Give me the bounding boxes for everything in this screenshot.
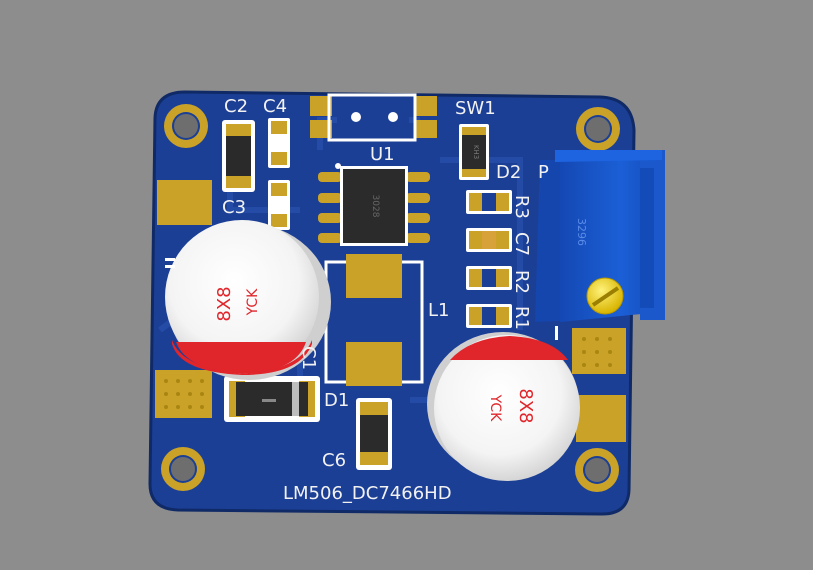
label-l1: L1 (428, 300, 449, 321)
pin-one-marker (555, 326, 558, 340)
label-c1: C1 (298, 346, 319, 370)
resistor-d2 (466, 190, 512, 214)
input-pad-bottom-left (155, 370, 212, 418)
cap-right-value: 8X8 (515, 388, 536, 423)
electrolytic-capacitor-left: 8X8 YCK (165, 220, 331, 380)
label-c7: C7 (511, 232, 532, 256)
inductor-l1 (324, 254, 424, 386)
input-pad-top-left (157, 180, 212, 225)
cap-left-brand: YCK (245, 288, 261, 317)
polarity-marker (165, 258, 175, 261)
label-sw1: SW1 (455, 98, 496, 119)
output-pad-right-top (572, 328, 626, 374)
diode-d1 (224, 376, 320, 422)
ic-u1-marking: 3028 (370, 195, 380, 218)
capacitor-c4 (268, 118, 290, 168)
label-r1: R1 (511, 306, 532, 330)
label-c4: C4 (263, 96, 287, 117)
label-r2: R2 (511, 270, 532, 294)
label-d2: D2 (496, 162, 521, 183)
label-c2: C2 (224, 96, 248, 117)
label-u1: U1 (370, 144, 395, 165)
cap-left-value: 8X8 (214, 286, 235, 321)
capacitor-c2 (222, 120, 255, 192)
cap-right-brand: YCK (487, 394, 503, 423)
board-name: LM506_DC7466HD (283, 483, 452, 504)
resistor-r2 (466, 266, 512, 290)
potentiometer: 3296 (535, 150, 665, 322)
mounting-hole-icon (164, 104, 208, 148)
label-r3: R3 (511, 195, 532, 219)
label-c3: C3 (222, 197, 246, 218)
resistor-r1 (466, 304, 512, 328)
capacitor-c7 (466, 228, 512, 252)
polarity-marker (165, 265, 175, 268)
mounting-hole-icon (576, 107, 620, 151)
potentiometer-marking: 3296 (575, 218, 588, 246)
output-pad-right-bottom (576, 395, 626, 442)
label-d1: D1 (324, 390, 349, 411)
ic-u1: 3028 (318, 163, 430, 246)
label-c6: C6 (322, 450, 346, 471)
top-connector (310, 93, 437, 142)
capacitor-c6 (356, 398, 392, 470)
switch-sw1-marking: KH3 (472, 145, 480, 159)
mounting-hole-icon (575, 448, 619, 492)
label-p: P (538, 162, 549, 183)
switch-sw1: KH3 (459, 124, 489, 180)
mounting-hole-icon (161, 447, 205, 491)
capacitor-c3 (268, 180, 290, 230)
electrolytic-capacitor-right: 8X8 YCK (427, 332, 580, 481)
